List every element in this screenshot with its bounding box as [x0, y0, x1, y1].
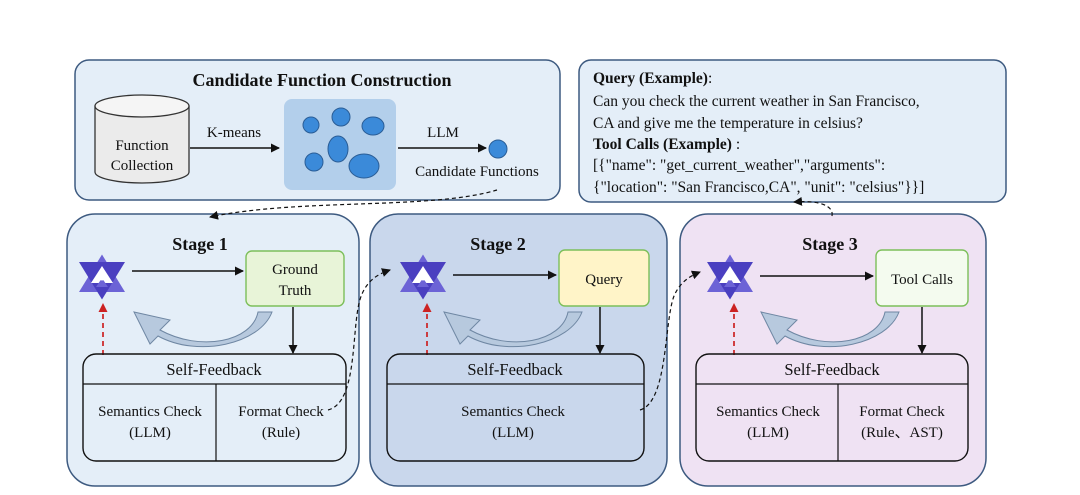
semantics-check-method: (LLM) — [492, 425, 534, 441]
stage-1-title: Stage 1 — [172, 234, 228, 254]
format-check-method: (Rule) — [262, 425, 300, 441]
cluster-dot — [348, 153, 380, 179]
cluster-dot — [331, 107, 351, 127]
function-collection-database-icon — [94, 94, 190, 184]
format-check-label: Format Check — [859, 404, 945, 420]
stage1-to-stage2-dashed-arrow — [327, 268, 391, 411]
stage-3-title: Stage 3 — [802, 234, 858, 254]
stage-2-title: Stage 2 — [470, 234, 526, 254]
candidate-panel-title: Candidate Function Construction — [192, 70, 451, 90]
cluster-dot — [327, 135, 349, 163]
toolcalls-line: [{"name": "get_current_weather","argumen… — [593, 157, 885, 174]
query-heading-colon: : — [708, 70, 712, 87]
query-heading-line: Query (Example): — [593, 70, 712, 87]
stage-3-panel: Stage 3 Tool Calls Self-Feedback Semanti… — [679, 213, 987, 487]
curved-feedback-arrow-icon — [443, 311, 583, 348]
example-panel: Query (Example): Can you check the curre… — [578, 59, 1007, 203]
query-line: Can you check the current weather in San… — [593, 93, 920, 110]
example-panel-box — [578, 59, 1007, 203]
candidate-function-dot — [488, 139, 508, 159]
self-feedback-box — [386, 353, 645, 462]
query-box-label: Query — [585, 272, 623, 288]
self-feedback-title: Self-Feedback — [166, 360, 262, 379]
query-heading: Query (Example) — [593, 70, 708, 87]
self-feedback-box — [82, 353, 347, 462]
stage2-to-stage3-dashed-arrow — [639, 270, 701, 411]
candidate-functions-label: Candidate Functions — [415, 164, 539, 180]
tool-calls-box — [875, 249, 969, 307]
self-feedback-title: Self-Feedback — [784, 360, 880, 379]
cluster-dot — [361, 116, 385, 136]
query-box — [558, 249, 650, 307]
curved-feedback-arrow-icon — [760, 311, 900, 348]
stage3-to-example-dashed-arrow — [793, 196, 833, 217]
function-collection-label-line1: Function — [115, 138, 169, 154]
ground-truth-label-line1: Ground — [272, 262, 318, 278]
format-check-label: Format Check — [238, 404, 324, 420]
format-check-method: (Rule、AST) — [861, 425, 943, 441]
self-feedback-box — [695, 353, 969, 462]
toolcalls-heading: Tool Calls (Example) — [593, 136, 732, 153]
stage-2-panel: Stage 2 Query Self-Feedback Semantics Ch… — [369, 213, 668, 487]
toolcalls-heading-line: Tool Calls (Example) : — [593, 136, 740, 153]
function-collection-label-line2: Collection — [111, 158, 174, 174]
semantics-check-label: Semantics Check — [461, 404, 565, 420]
tool-calls-box-label: Tool Calls — [891, 272, 953, 288]
curved-feedback-arrow-icon — [133, 311, 273, 348]
ground-truth-label-line2: Truth — [279, 283, 312, 299]
semantics-check-label: Semantics Check — [98, 404, 202, 420]
candidate-to-stage1-dashed-arrow — [209, 189, 498, 220]
self-feedback-title: Self-Feedback — [467, 360, 563, 379]
candidate-construction-panel: Candidate Function Construction Function… — [74, 59, 561, 201]
ground-truth-box — [245, 250, 345, 307]
llm-label: LLM — [427, 125, 459, 141]
stage-1-panel: Stage 1 Ground Truth Self-Feedback Seman… — [66, 213, 360, 487]
kmeans-label: K-means — [207, 125, 261, 141]
query-line: CA and give me the temperature in celsiu… — [593, 115, 863, 132]
semantics-check-method: (LLM) — [747, 425, 789, 441]
toolcalls-heading-colon: : — [732, 136, 740, 153]
function-clusters — [284, 99, 396, 190]
cluster-dot — [302, 116, 320, 134]
toolcalls-line: {"location": "San Francisco,CA", "unit":… — [593, 179, 924, 196]
semantics-check-method: (LLM) — [129, 425, 171, 441]
cluster-dot — [304, 152, 324, 172]
semantics-check-label: Semantics Check — [716, 404, 820, 420]
